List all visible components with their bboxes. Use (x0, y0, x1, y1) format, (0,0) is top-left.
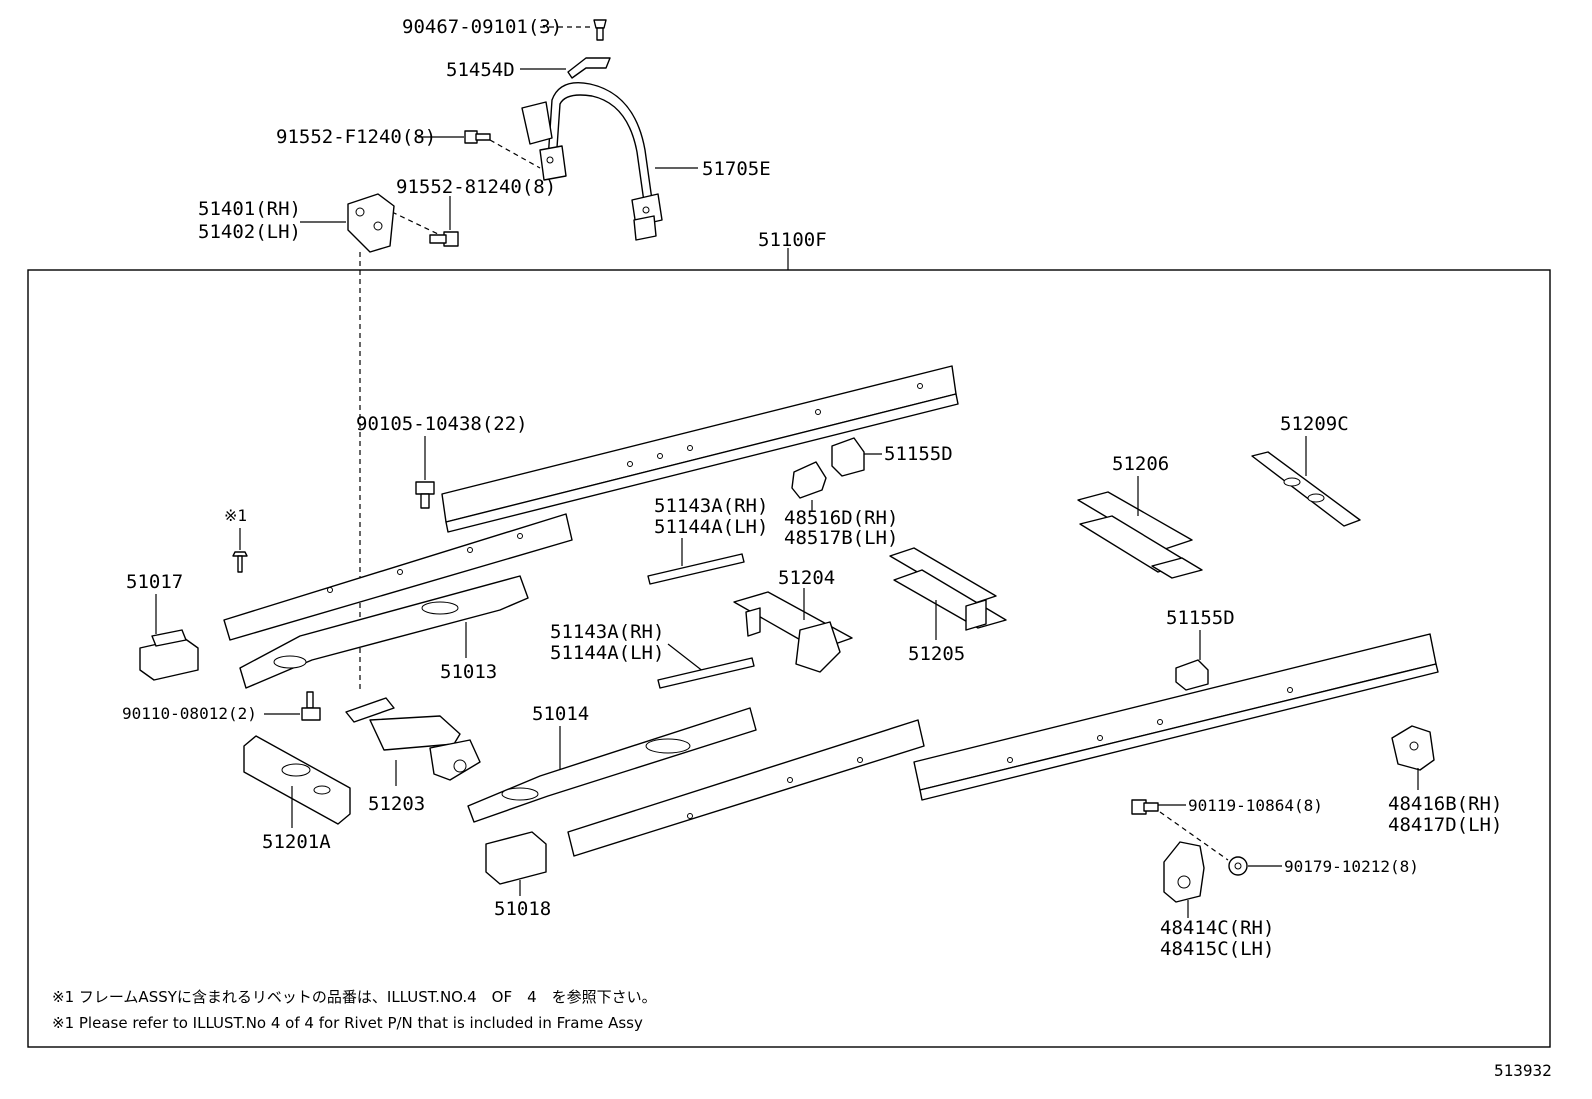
bracket-51401-part (347, 193, 395, 253)
lower-rail-mid (567, 719, 925, 857)
label-rivet-bolt: 90105-10438(22) (356, 413, 528, 435)
bracket-48516d-part (791, 461, 827, 499)
bolt-90119-part (1131, 799, 1159, 815)
plate-upper-part (647, 553, 745, 585)
label-plate-lower-lh: 51144A(LH) (550, 642, 664, 664)
label-cross-51201a: 51201A (262, 831, 331, 853)
label-hoop: 51705E (702, 158, 771, 180)
diagram-id: 513932 (1494, 1061, 1552, 1080)
label-cross-51205: 51205 (908, 643, 965, 665)
label-nut-90179: 90179-10212(8) (1284, 857, 1419, 876)
label-cross-51209c: 51209C (1280, 413, 1349, 435)
label-bracket-48416b: 48416B(RH) (1388, 793, 1502, 815)
nut-90179-part (1228, 856, 1248, 876)
label-cross-51204: 51204 (778, 567, 835, 589)
front-rail-upper (223, 513, 573, 641)
label-bracket-top: 51454D (446, 59, 515, 81)
frame-assy-box (27, 269, 1551, 1048)
rivet-bolt-part (415, 481, 435, 509)
crossmember-51204-part (733, 591, 853, 673)
label-bolt-mid: 91552-81240(8) (396, 176, 556, 198)
bracket-48416b-part (1391, 725, 1435, 771)
bracket-51155d-low-part (1175, 659, 1209, 691)
label-bolt-front: 90110-08012(2) (122, 704, 257, 723)
rivet-part (232, 551, 248, 573)
label-bracket-48414c: 48414C(RH) (1160, 917, 1274, 939)
label-bracket-48516d: 48516D(RH) (784, 507, 898, 529)
label-bracket-48417d: 48417D(LH) (1388, 814, 1502, 836)
label-bolt-90119: 90119-10864(8) (1188, 796, 1323, 815)
bolt-90110-part (301, 691, 321, 721)
crossmember-51017-part (139, 629, 199, 681)
bracket-51454d-part (567, 57, 611, 79)
label-cross-51203: 51203 (368, 793, 425, 815)
bracket-51018-part (485, 831, 547, 885)
bracket-48414c-part (1163, 841, 1205, 903)
label-bolt-left: 91552-F1240(8) (276, 126, 436, 148)
bolt-f1240-part (464, 130, 491, 144)
note-japanese: ※1 フレームASSYに含まれるリベットの品番は、ILLUST.NO.4 OF … (52, 988, 657, 1006)
upper-side-rail (441, 365, 959, 533)
label-cross-51206: 51206 (1112, 453, 1169, 475)
side-51014-part (467, 707, 757, 823)
label-crossmember-front: 51017 (126, 571, 183, 593)
label-side-rear: 51014 (532, 703, 589, 725)
label-clip-top: 90467-09101(3) (402, 16, 562, 38)
crossmember-51205-part (889, 547, 1007, 631)
label-plate-upper-lh: 51144A(LH) (654, 516, 768, 538)
label-side-front: 51013 (440, 661, 497, 683)
crossmember-51201a-part (243, 735, 351, 825)
label-bracket-lh: 51402(LH) (198, 221, 301, 243)
bolt-81240-part (429, 231, 459, 247)
label-bracket-48517b: 48517B(LH) (784, 527, 898, 549)
assembly-label: 51100F (758, 229, 827, 251)
hoop-51705e-part (521, 82, 663, 241)
label-bracket-51155d-top: 51155D (884, 443, 953, 465)
label-bracket-51018: 51018 (494, 898, 551, 920)
label-plate-lower-rh: 51143A(RH) (550, 621, 664, 643)
label-plate-upper-rh: 51143A(RH) (654, 495, 768, 517)
plate-lower-part (657, 657, 755, 689)
crossmember-51206-part (1077, 491, 1203, 579)
label-bracket-48415c: 48415C(LH) (1160, 938, 1274, 960)
label-note-mark: ※1 (224, 506, 247, 525)
bracket-51155d-top-part (831, 437, 865, 477)
label-bracket-51155d-low: 51155D (1166, 607, 1235, 629)
note-english: ※1 Please refer to ILLUST.No 4 of 4 for … (52, 1014, 643, 1032)
crossmember-51209c-part (1251, 451, 1361, 527)
crossmember-51203-part (345, 697, 481, 781)
side-51013-part (239, 575, 529, 689)
label-bracket-rh: 51401(RH) (198, 198, 301, 220)
clip-part (593, 19, 607, 41)
lower-side-rail (913, 633, 1439, 801)
